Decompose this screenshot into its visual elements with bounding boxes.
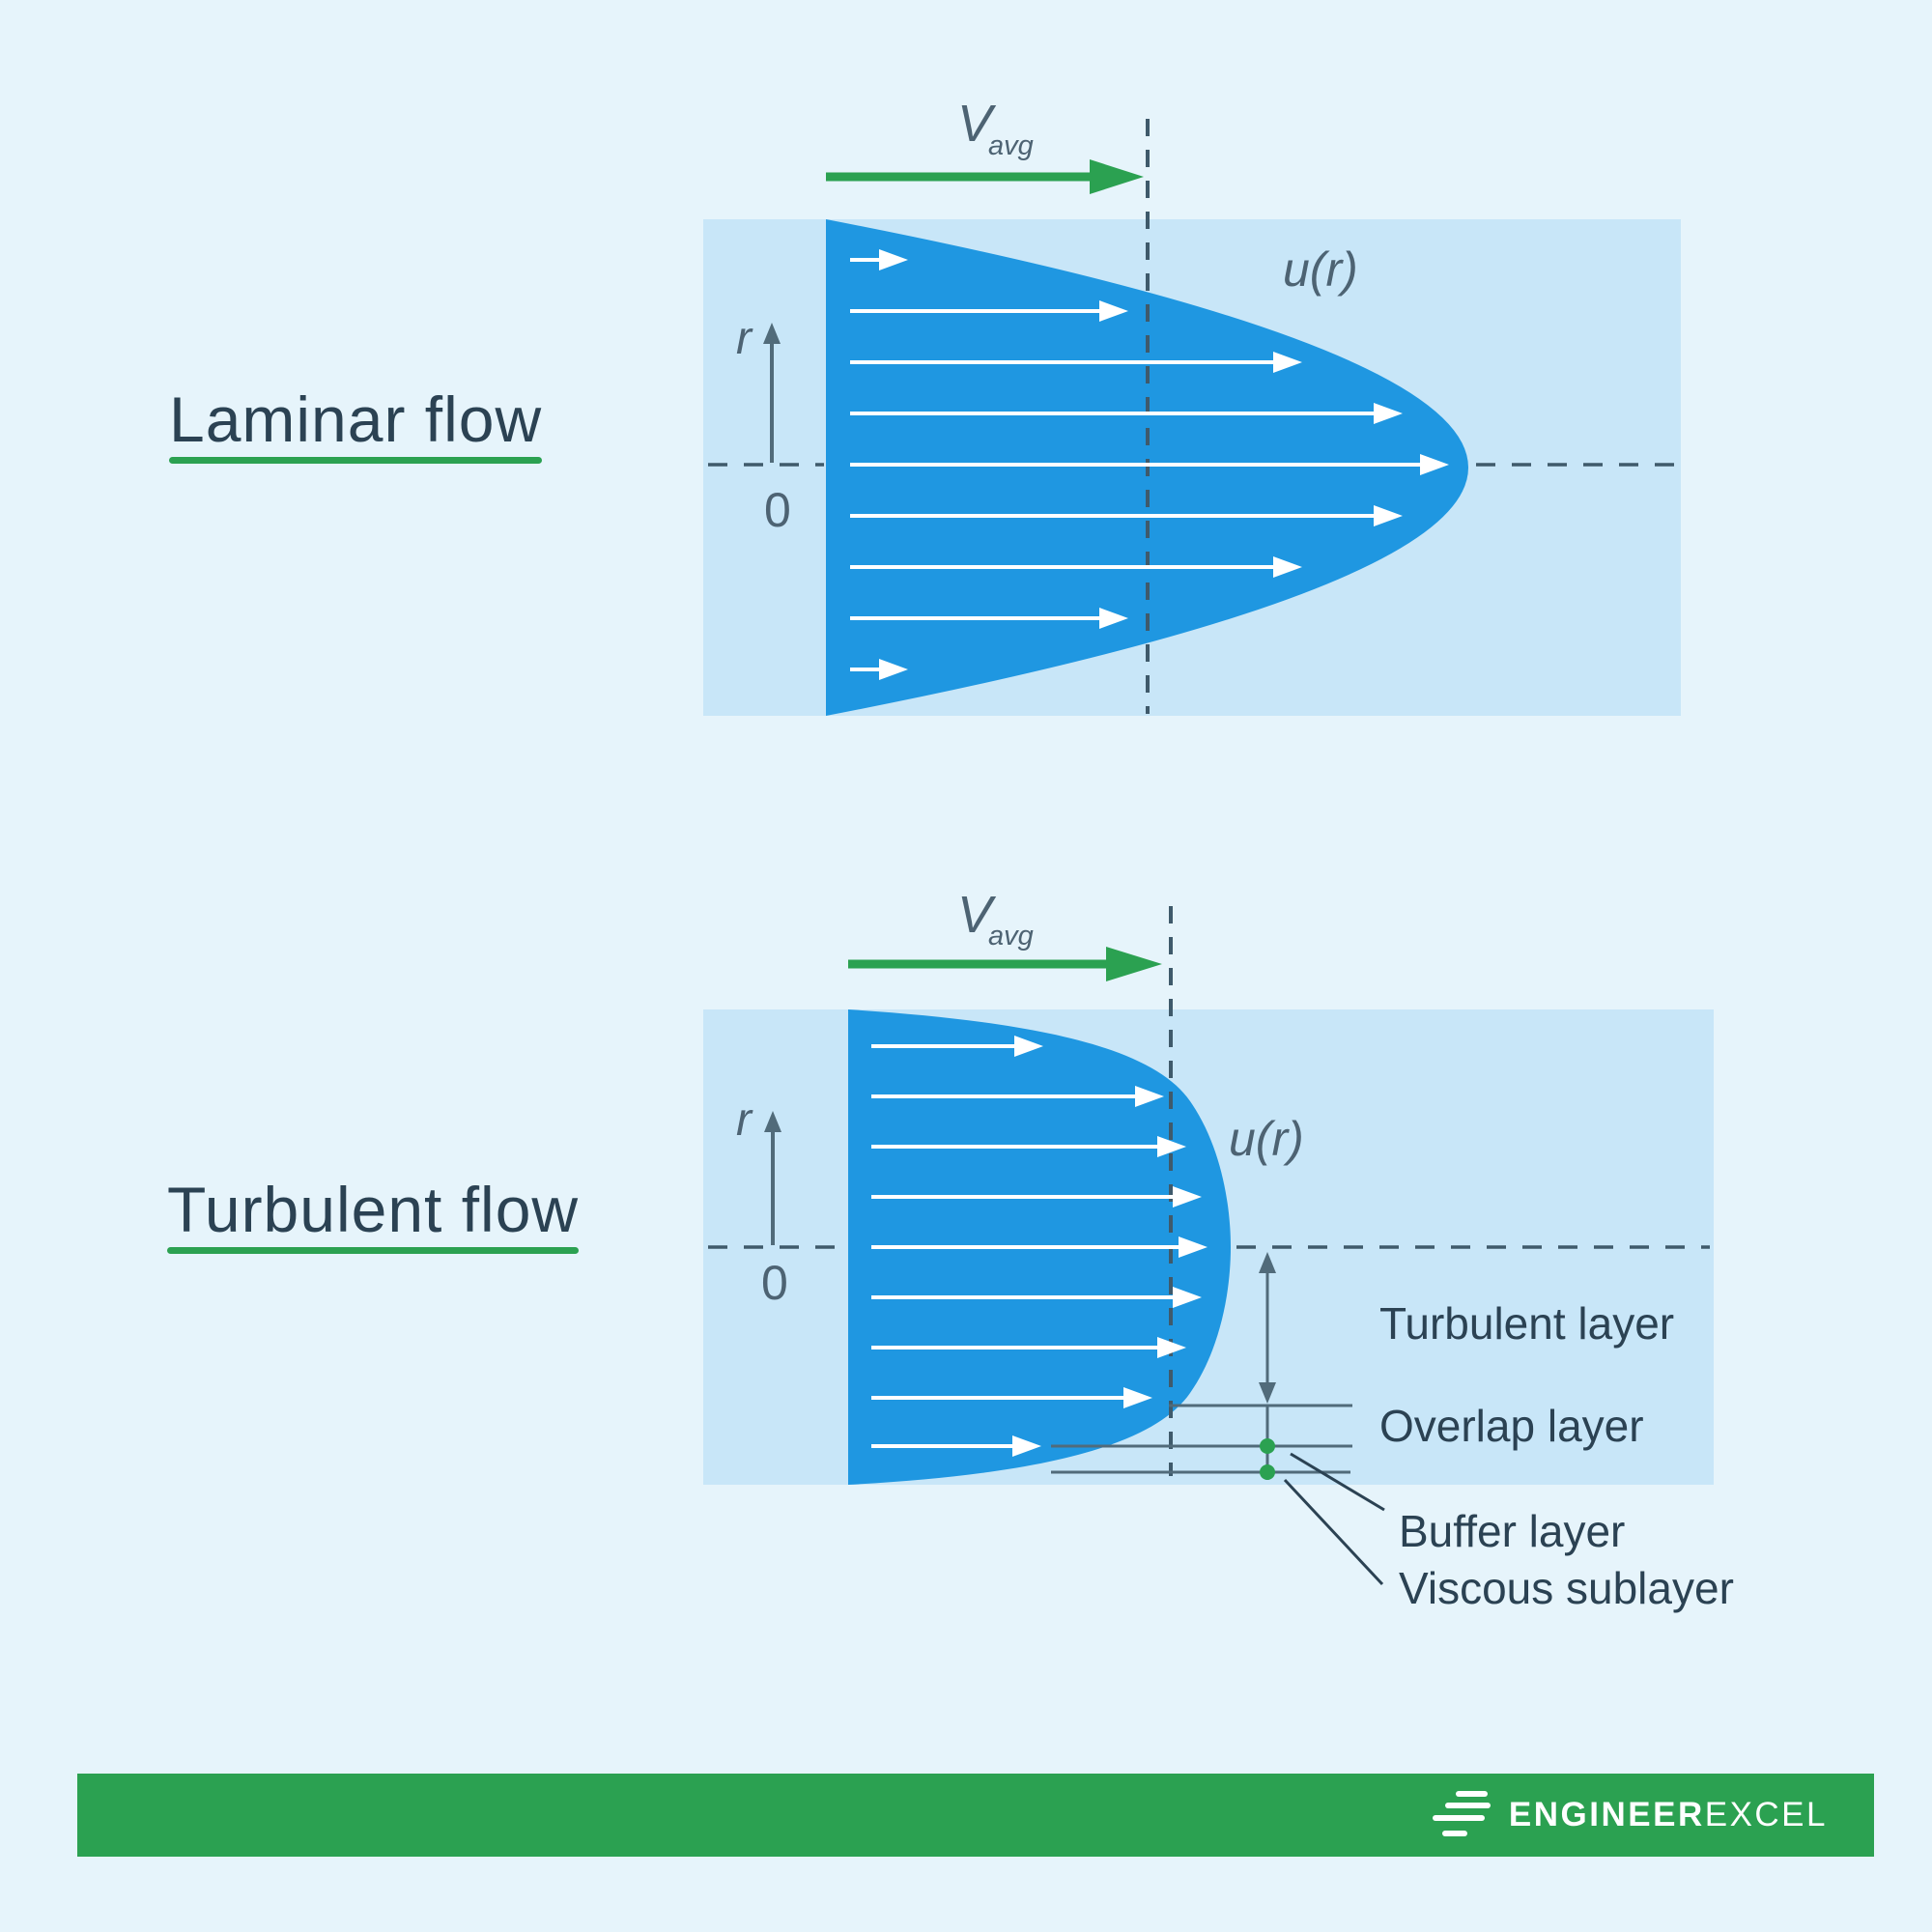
footer-bar: ENGINEEREXCEL: [77, 1774, 1874, 1857]
buffer-layer-dot-icon: [1260, 1438, 1275, 1454]
laminar-r-label: r: [736, 313, 753, 364]
flow-arrowhead-icon: [1273, 352, 1302, 373]
turbulent-title-block: Turbulent flow: [167, 1174, 580, 1254]
laminar-vavg-subscript: avg: [988, 130, 1034, 161]
brand-name-excel: EXCEL: [1704, 1796, 1828, 1833]
flow-arrowhead-icon: [1273, 556, 1302, 578]
viscous-sublayer-leader-line: [1283, 1478, 1384, 1586]
laminar-diagram: V avg u(r) r 0: [703, 95, 1681, 716]
flow-arrowhead-icon: [1157, 1136, 1186, 1157]
flow-arrowhead-icon: [1014, 1036, 1043, 1057]
overlap-layer-label: Overlap layer: [1379, 1401, 1644, 1451]
turbulent-title: Turbulent flow: [167, 1174, 580, 1245]
laminar-origin-label: 0: [764, 483, 791, 537]
turbulent-vavg-label: V: [957, 886, 997, 944]
turbulent-layer-label: Turbulent layer: [1379, 1298, 1674, 1349]
flow-arrowhead-icon: [1374, 505, 1403, 526]
turbulent-r-axis-arrowhead-icon: [764, 1111, 781, 1132]
dimension-up-arrowhead-icon: [1259, 1252, 1276, 1273]
turbulent-origin-label: 0: [761, 1256, 788, 1310]
flow-arrowhead-icon: [1012, 1435, 1041, 1457]
viscous-sublayer-label: Viscous sublayer: [1399, 1563, 1734, 1613]
laminar-vavg-arrowhead-icon: [1090, 159, 1144, 194]
flow-arrowhead-icon: [1157, 1337, 1186, 1358]
flow-arrowhead-icon: [1173, 1186, 1202, 1208]
flow-arrowhead-icon: [1099, 608, 1128, 629]
logo-bar-icon: [1432, 1815, 1485, 1821]
laminar-flow-arrows: [850, 249, 1449, 680]
laminar-ur-label: u(r): [1283, 242, 1358, 297]
buffer-layer-label: Buffer layer: [1399, 1506, 1625, 1556]
turbulent-flow-arrows: [871, 1036, 1208, 1457]
flow-arrowhead-icon: [1123, 1387, 1152, 1408]
logo-bar-icon: [1455, 1791, 1488, 1797]
buffer-layer-leader-line: [1290, 1452, 1385, 1512]
turbulent-title-underline: [167, 1247, 580, 1254]
flow-arrowhead-icon: [1374, 403, 1403, 424]
laminar-r-axis-arrowhead-icon: [763, 323, 781, 344]
flow-arrowhead-icon: [1179, 1236, 1208, 1258]
engineerexcel-logo: ENGINEEREXCEL: [1432, 1790, 1828, 1840]
turbulent-r-label: r: [736, 1094, 753, 1146]
viscous-sublayer-dot-icon: [1260, 1464, 1275, 1480]
flow-arrowhead-icon: [1099, 300, 1128, 322]
laminar-vavg-label: V: [957, 95, 997, 153]
engineerexcel-logo-icon: [1432, 1790, 1492, 1840]
flow-arrowhead-icon: [1420, 454, 1449, 475]
laminar-title: Laminar flow: [169, 384, 543, 455]
logo-bar-icon: [1444, 1803, 1491, 1808]
logo-bar-icon: [1441, 1831, 1467, 1836]
laminar-title-block: Laminar flow: [169, 384, 543, 464]
turbulent-vavg-arrowhead-icon: [1106, 947, 1162, 981]
flow-arrowhead-icon: [879, 659, 908, 680]
turbulent-ur-label: u(r): [1229, 1112, 1304, 1166]
turbulent-diagram: V avg u(r) r 0 Turbulent layer Overlap l…: [703, 886, 1734, 1613]
flow-arrowhead-icon: [1135, 1086, 1164, 1107]
brand-name-engineer: ENGINEER: [1508, 1796, 1705, 1833]
brand-name: ENGINEEREXCEL: [1509, 1796, 1828, 1834]
flow-arrowhead-icon: [1173, 1287, 1202, 1308]
laminar-title-underline: [169, 457, 543, 464]
turbulent-vavg-subscript: avg: [988, 921, 1034, 952]
dimension-down-arrowhead-icon: [1259, 1382, 1276, 1404]
flow-arrowhead-icon: [879, 249, 908, 270]
